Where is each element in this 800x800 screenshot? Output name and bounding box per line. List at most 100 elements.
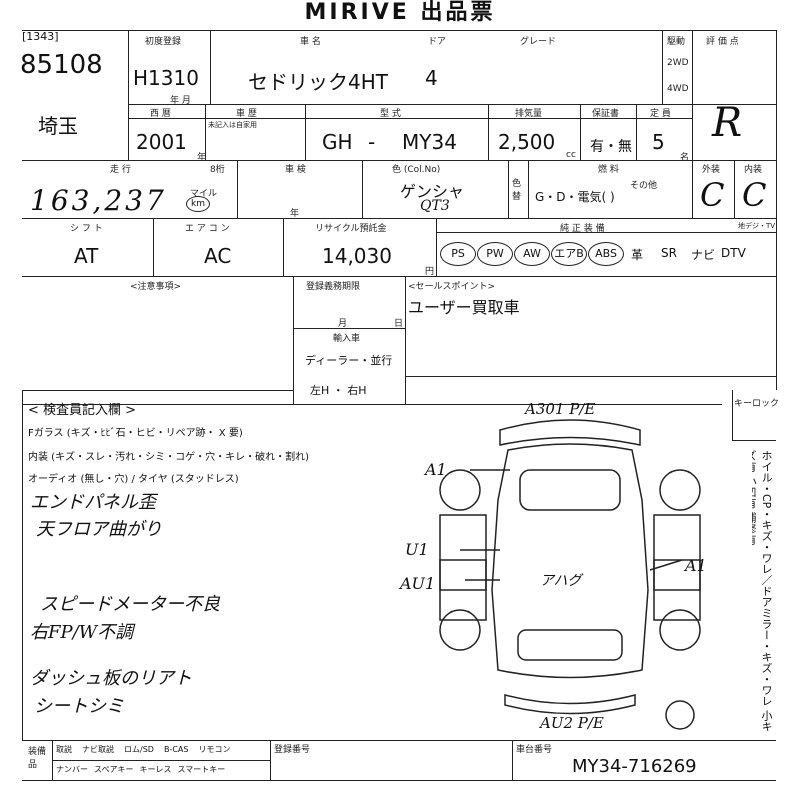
grid-line <box>270 740 271 780</box>
grid-line <box>153 218 154 276</box>
grid-line <box>436 232 776 233</box>
model-value: MY34 <box>402 130 457 154</box>
grid-line <box>22 390 293 391</box>
grid-line <box>662 30 663 105</box>
model-dash: - <box>368 130 376 154</box>
score-label: 評 価 点 <box>706 37 739 47</box>
grid-line <box>52 760 270 761</box>
equip-plain: ナビ <box>691 248 716 262</box>
grid-line <box>488 104 489 160</box>
hand-note: ダッシュ板のリアト <box>30 668 192 689</box>
displacement-label: 排気量 <box>515 109 543 119</box>
grid-line <box>128 118 692 119</box>
equip-circled: ABS <box>588 242 624 266</box>
mileage-value: 163,237 <box>30 184 167 217</box>
sales-point-value: ユーザー買取車 <box>408 298 520 317</box>
footer-item: スマートキー <box>177 765 226 774</box>
grid-line <box>512 740 513 780</box>
diagram-note: アハグ <box>540 573 582 589</box>
equip-circled: PS <box>440 242 476 266</box>
grid-line <box>405 376 776 377</box>
drive-2wd: 2WD <box>667 58 689 68</box>
interior-line: 内装 (キズ・スレ・汚れ・シミ・コゲ・穴・キレ・破れ・割れ) <box>28 452 309 463</box>
equip-circled: AW <box>514 242 550 266</box>
hand-note: シートシミ <box>34 696 124 717</box>
meter-label: 8桁 <box>210 165 225 175</box>
history-sub: 未記入は自家用 <box>208 121 257 129</box>
grid-line <box>692 30 693 160</box>
grid-line <box>692 160 693 218</box>
km-unit: km <box>186 196 210 212</box>
notes-label: <注意事項> <box>130 282 182 292</box>
diagram-note: AU1 <box>400 574 436 593</box>
yen-unit: 円 <box>425 267 435 277</box>
equip-plain: DTV <box>721 246 746 260</box>
seireki-nen: 年 <box>197 153 207 163</box>
aircon-label: エ ア コ ン <box>185 224 230 234</box>
grid-line <box>580 104 581 160</box>
door-value: 4 <box>425 66 438 90</box>
inspector-label: < 検査員記入欄 > <box>28 403 137 418</box>
equip-plain: SR <box>661 246 677 260</box>
door-label: ドア <box>428 37 447 47</box>
grid-line <box>210 30 211 105</box>
footer-item: スペアキー <box>94 765 134 774</box>
grid-line <box>22 740 776 741</box>
capacity-value: 5 <box>652 130 665 154</box>
footer-item: ナビ取説 <box>82 745 114 754</box>
model-prefix: GH <box>322 130 353 154</box>
hand-note: スピードメーター不良 <box>40 594 220 615</box>
footer-item: ロム/SD <box>124 745 154 754</box>
shift-label: シ フ ト <box>70 224 103 234</box>
footer-row2: ナンバースペアキーキーレススマートキー <box>56 764 231 775</box>
chassis-number: MY34-716269 <box>572 756 697 777</box>
grid-line <box>405 276 406 404</box>
grid-line <box>22 404 722 405</box>
displacement-value: 2,500 <box>498 130 556 154</box>
grid-line <box>528 160 529 218</box>
footer-item: リモコン <box>198 745 231 754</box>
grid-line <box>636 104 637 160</box>
equip-circled: エアB <box>551 242 587 266</box>
grid-line <box>22 276 776 277</box>
color-value: ゲンシャ <box>400 182 465 201</box>
fuel-label: 燃 料 <box>598 165 619 175</box>
month-label: 月 <box>338 319 348 329</box>
page-title: MIRIVE 出品票 <box>304 0 496 25</box>
lot-number: 85108 <box>20 50 103 80</box>
cc-unit: cc <box>566 150 576 160</box>
frame-right <box>776 30 777 390</box>
car-name-value: セドリック4HT <box>248 70 388 94</box>
seireki-value: 2001 <box>136 130 187 154</box>
diagram-note: A1 <box>425 460 447 479</box>
grid-line <box>22 780 776 781</box>
color-label: 色 (Col.No) <box>392 165 441 175</box>
grid-line <box>508 160 509 218</box>
grid-line <box>305 104 306 160</box>
audio-line: オーディオ (無し・穴) / タイヤ (スタッドレス) <box>28 474 239 485</box>
grid-line <box>732 440 776 441</box>
grid-line <box>732 390 733 440</box>
import-label: 輸入車 <box>333 334 361 344</box>
grid-line <box>205 104 206 160</box>
shaken-label: 車 検 <box>285 165 306 175</box>
grid-line <box>22 390 23 740</box>
history-label: 車 歴 <box>236 109 257 119</box>
fuel-other: その他 <box>630 181 658 191</box>
footer-item: 取説 <box>56 745 72 754</box>
hand-note: 天フロア曲がり <box>36 519 162 540</box>
grid-line <box>734 160 735 218</box>
fuel-value: G・D・電気( ) <box>535 190 615 204</box>
diagram-note: A1 <box>685 556 707 575</box>
color-code: QT3 <box>420 198 450 214</box>
glass-line: Fガラス (キズ・ﾋﾋﾞ石・ヒビ・リペア跡・ X 要) <box>28 428 243 439</box>
drive-4wd: 4WD <box>667 84 689 94</box>
chassis-label: 車台番号 <box>516 745 553 755</box>
day-label: 日 <box>394 319 404 329</box>
footer-item: B-CAS <box>163 745 189 754</box>
recycle-value: 14,030 <box>322 244 392 268</box>
grid-line <box>128 30 129 160</box>
interior-value: C <box>742 176 767 214</box>
import-dealer: ディーラー・並行 <box>305 354 393 367</box>
car-name-label: 車 名 <box>300 37 321 47</box>
